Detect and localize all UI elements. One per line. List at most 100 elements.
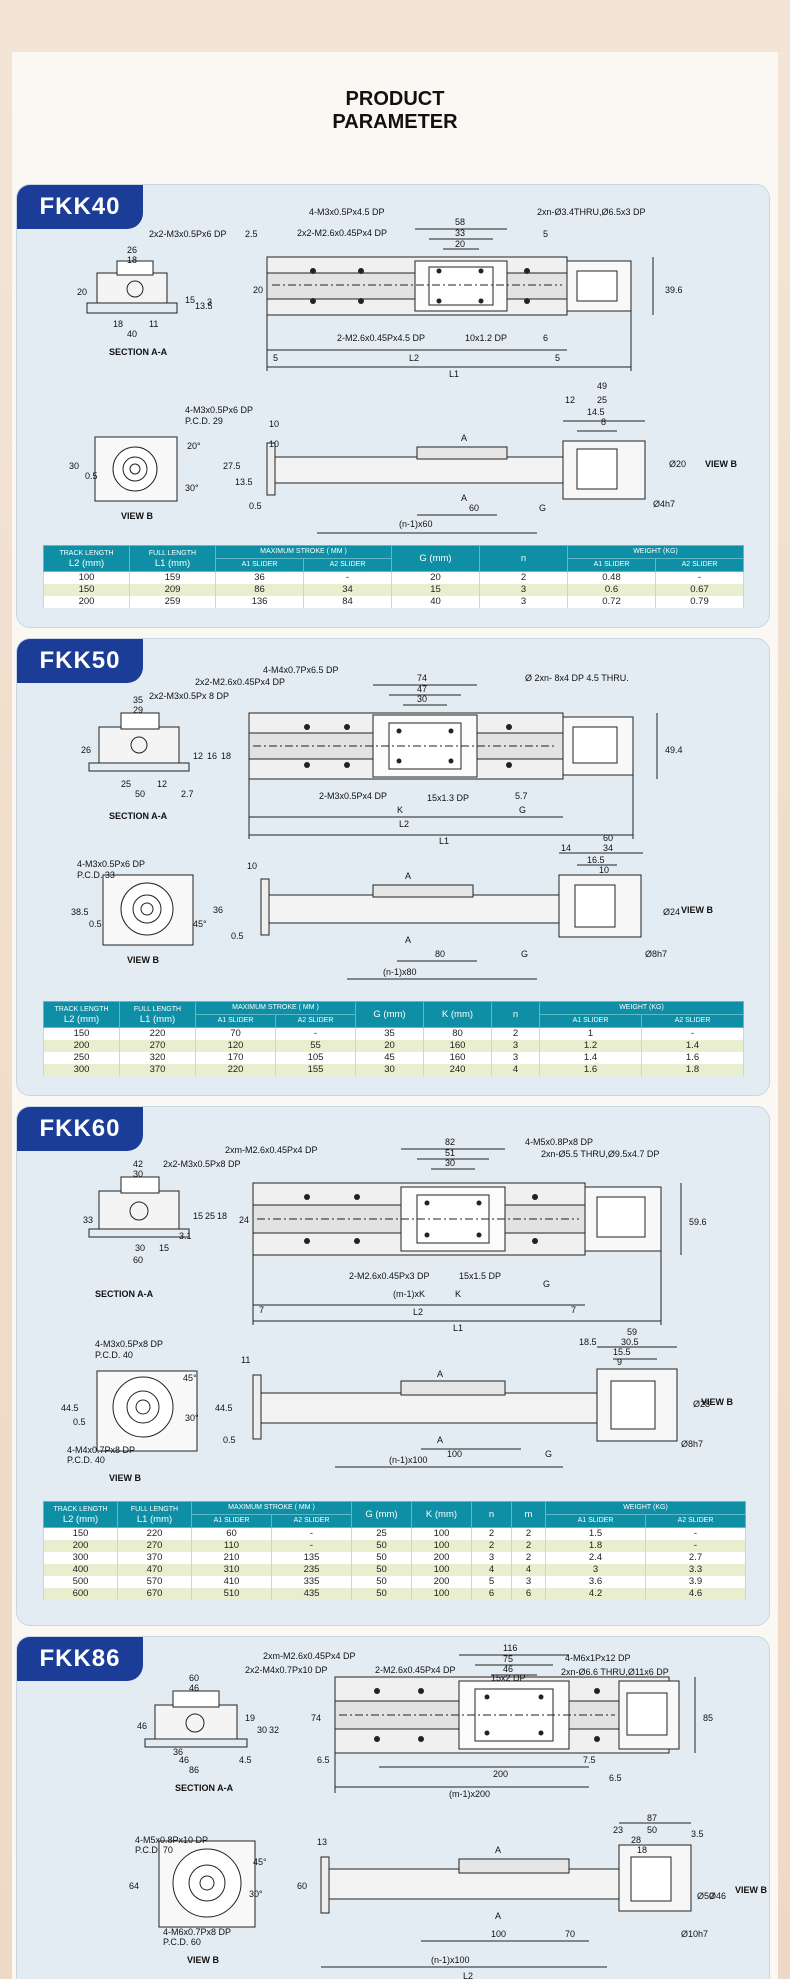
dim: 18 bbox=[217, 1211, 227, 1221]
dim: Ø8h7 bbox=[681, 1439, 703, 1449]
dim: A bbox=[405, 935, 411, 945]
dim: 45° bbox=[193, 919, 207, 929]
table-cell: 235 bbox=[271, 1564, 352, 1576]
label: 2-M2.6x0.45Px4 DP bbox=[375, 1665, 456, 1675]
dim: 60 bbox=[603, 833, 613, 843]
dim: 16 bbox=[207, 751, 217, 761]
dim: L2 bbox=[399, 819, 409, 829]
label: P.C.D. 40 bbox=[95, 1350, 133, 1360]
dim: 15 bbox=[185, 295, 195, 305]
dim: 40 bbox=[127, 329, 137, 339]
col-weight: WEIGHT (KG) bbox=[539, 1001, 744, 1015]
table-cell: 370 bbox=[119, 1064, 196, 1076]
dim: 60 bbox=[189, 1673, 199, 1683]
label: 2-M3x0.5Px4 DP bbox=[319, 791, 387, 801]
table-cell: 6 bbox=[471, 1588, 512, 1600]
dim: (n-1)x60 bbox=[399, 519, 433, 529]
label: 4-M3x0.5Px6 DP bbox=[77, 859, 145, 869]
dim: 30° bbox=[185, 483, 199, 493]
col-a1: A1 SLIDER bbox=[191, 1514, 272, 1528]
dim: 100 bbox=[491, 1929, 506, 1939]
dim: 0.5 bbox=[231, 931, 244, 941]
dim: 16.5 bbox=[587, 855, 605, 865]
col-a1: A1 SLIDER bbox=[215, 558, 304, 572]
dim: 46 bbox=[503, 1664, 513, 1674]
dim: Ø8h7 bbox=[645, 949, 667, 959]
label: 10x1.2 DP bbox=[465, 333, 507, 343]
table-cell: 500 bbox=[43, 1576, 118, 1588]
table-cell: 1.8 bbox=[545, 1540, 646, 1552]
table-cell: 3.9 bbox=[645, 1576, 746, 1588]
dim: 60 bbox=[469, 503, 479, 513]
dim: Ø50 bbox=[697, 1891, 714, 1901]
dim: 11 bbox=[241, 1355, 250, 1365]
dim: 60 bbox=[133, 1255, 143, 1265]
dim: 18 bbox=[221, 751, 231, 761]
table-cell: 3 bbox=[471, 1552, 512, 1564]
table-cell: 3 bbox=[545, 1564, 646, 1576]
dim: 74 bbox=[311, 1713, 321, 1723]
col-n: n bbox=[491, 1001, 540, 1028]
dim: 20 bbox=[77, 287, 87, 297]
table-cell: 4 bbox=[511, 1564, 546, 1576]
table-cell: 50 bbox=[351, 1564, 412, 1576]
table-cell: 86 bbox=[215, 584, 304, 596]
drawing-fkk86: 2xm-M2.6x0.45Px4 DP 2x2-M4x0.7Px10 DP 11… bbox=[129, 1643, 768, 1979]
label: 15x1.5 DP bbox=[459, 1271, 501, 1281]
table-cell: - bbox=[303, 571, 392, 584]
dim: 10 bbox=[247, 861, 257, 871]
table-cell: 3.3 bbox=[645, 1564, 746, 1576]
table-cell: 2 bbox=[511, 1540, 546, 1552]
table-cell: 155 bbox=[275, 1064, 356, 1076]
section-fkk86: FKK86 bbox=[16, 1636, 770, 1979]
table-cell: 120 bbox=[195, 1040, 276, 1052]
table-cell: 3.6 bbox=[545, 1576, 646, 1588]
table-cell: 160 bbox=[423, 1052, 492, 1064]
col-w2: A2 SLIDER bbox=[655, 558, 744, 572]
table-cell: 0.67 bbox=[655, 584, 744, 596]
label: 2xn-Ø3.4THRU,Ø6.5x3 DP bbox=[537, 207, 646, 217]
dim: 18 bbox=[113, 319, 123, 329]
view-label: VIEW B bbox=[109, 1473, 142, 1483]
dim: G bbox=[519, 805, 526, 815]
table-cell: 200 bbox=[411, 1552, 472, 1564]
table-cell: 0.79 bbox=[655, 596, 744, 608]
table-cell: 105 bbox=[275, 1052, 356, 1064]
table-cell: 435 bbox=[271, 1588, 352, 1600]
table-cell: 84 bbox=[303, 596, 392, 608]
section-label: SECTION A-A bbox=[175, 1783, 234, 1793]
table-cell: 310 bbox=[191, 1564, 272, 1576]
section-label: SECTION A-A bbox=[109, 811, 168, 821]
dim: (n-1)x100 bbox=[431, 1955, 470, 1965]
dim: 100 bbox=[447, 1449, 462, 1459]
table-cell: 335 bbox=[271, 1576, 352, 1588]
dim: 4.5 bbox=[239, 1755, 252, 1765]
dim: 36 bbox=[173, 1747, 183, 1757]
dim: 13.5 bbox=[235, 477, 253, 487]
dim: 45° bbox=[183, 1373, 197, 1383]
dim: 60 bbox=[297, 1881, 307, 1891]
label: 2-M2.6x0.45Px4.5 DP bbox=[337, 333, 425, 343]
dim: 35 bbox=[133, 695, 143, 705]
section-label: SECTION A-A bbox=[109, 347, 168, 357]
dim: 25 bbox=[597, 395, 607, 405]
dim: G bbox=[545, 1449, 552, 1459]
col-g: G (mm) bbox=[355, 1001, 424, 1028]
table-cell: 600 bbox=[43, 1588, 118, 1600]
dim: 200 bbox=[493, 1769, 508, 1779]
dim: 0.5 bbox=[223, 1435, 236, 1445]
table-cell: 270 bbox=[119, 1040, 196, 1052]
dim: A bbox=[405, 871, 411, 881]
table-cell: 50 bbox=[351, 1588, 412, 1600]
col-stroke: MAXIMUM STROKE ( MM ) bbox=[195, 1001, 356, 1015]
dim: L2 bbox=[413, 1307, 423, 1317]
dim: L2 bbox=[409, 353, 419, 363]
dim: Ø28 bbox=[693, 1399, 710, 1409]
